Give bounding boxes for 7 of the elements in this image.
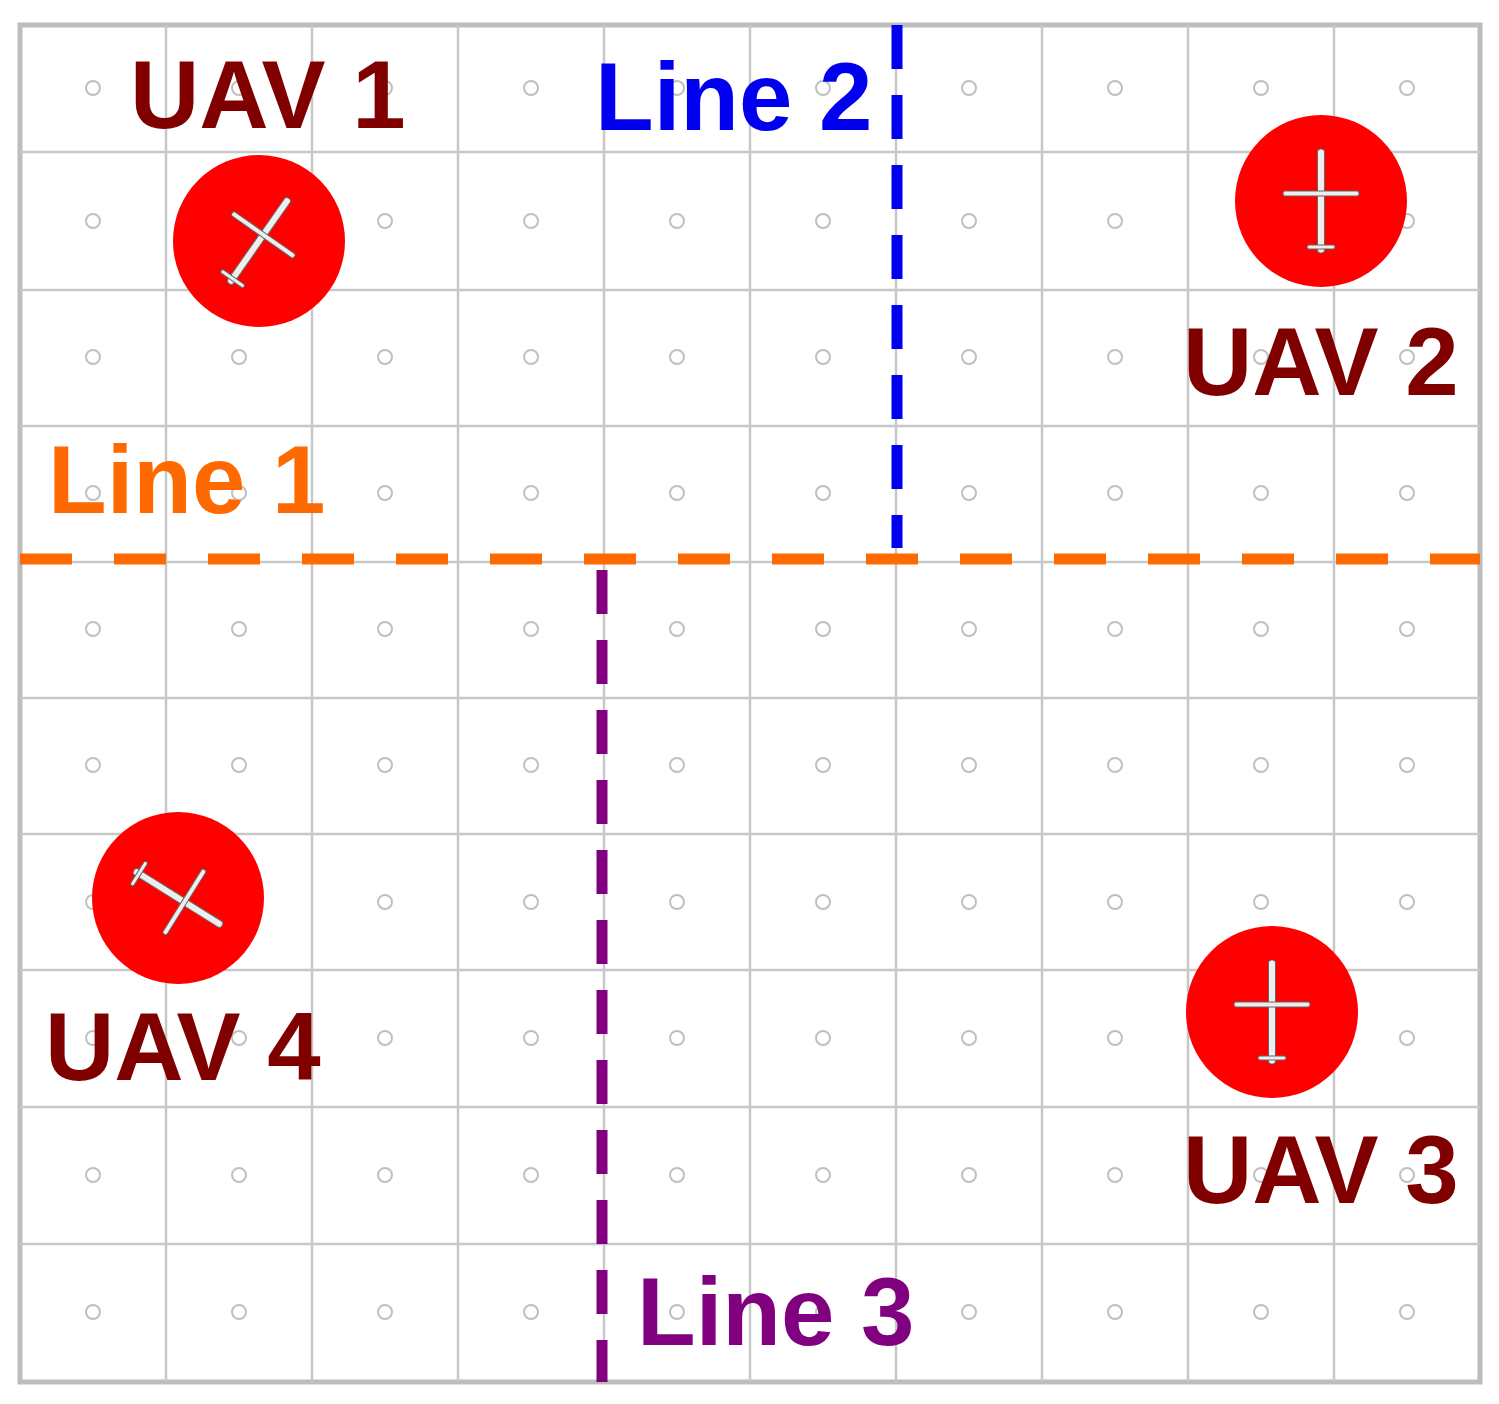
uav-label: UAV 4: [45, 999, 321, 1095]
line-label: Line 3: [637, 1264, 915, 1360]
uav-label: UAV 1: [130, 47, 406, 143]
uav-label: UAV 2: [1183, 314, 1459, 410]
line-label: Line 2: [595, 49, 873, 145]
line-label: Line 1: [48, 432, 326, 528]
uav-label: UAV 3: [1183, 1122, 1459, 1218]
